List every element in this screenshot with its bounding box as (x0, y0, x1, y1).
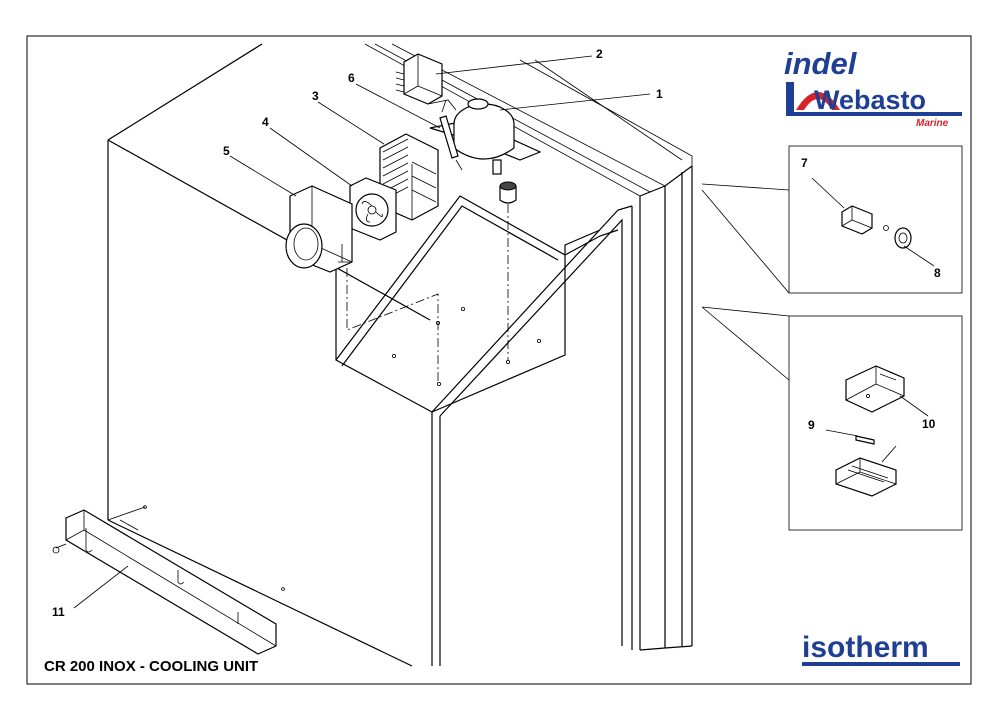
brand-indel-text: indel (784, 46, 858, 81)
drawing-frame (26, 35, 972, 685)
part-label-1: 1 (656, 87, 663, 101)
electronic-unit-drawing (395, 53, 457, 111)
part-label-5: 5 (223, 144, 230, 158)
brand-isotherm-text: isotherm (802, 631, 929, 664)
brand-accent-bar (786, 82, 794, 116)
bracket-drawing (52, 509, 277, 655)
page-title: CR 200 INOX - COOLING UNIT (44, 658, 258, 675)
part-label-4: 4 (262, 115, 269, 129)
inset-lamp (701, 306, 963, 531)
compressor-drawing (429, 98, 542, 204)
brand-isotherm-underline (802, 662, 960, 666)
inset-thermostat (701, 145, 963, 294)
brand-marine-text: Marine (916, 118, 949, 129)
brand-webasto-text: Webasto (814, 85, 926, 115)
part-label-7: 7 (801, 156, 808, 170)
part-label-6: 6 (348, 71, 355, 85)
leader-lines (73, 55, 935, 609)
isotherm-logo: isotherm (802, 631, 960, 666)
air-duct-drawing (285, 185, 353, 273)
part-label-2: 2 (596, 47, 603, 61)
fan-drawing (349, 177, 397, 241)
part-label-11: 11 (52, 605, 65, 619)
cabinet-drawing (107, 43, 693, 667)
part-label-10: 10 (922, 417, 936, 431)
part-label-3: 3 (312, 89, 319, 103)
brand-arch-icon (796, 92, 840, 110)
filter-drier-drawing (439, 99, 463, 171)
indel-webasto-logo: indel Webasto Marine (784, 46, 962, 129)
part-label-8: 8 (934, 266, 941, 280)
part-label-9: 9 (808, 418, 815, 432)
